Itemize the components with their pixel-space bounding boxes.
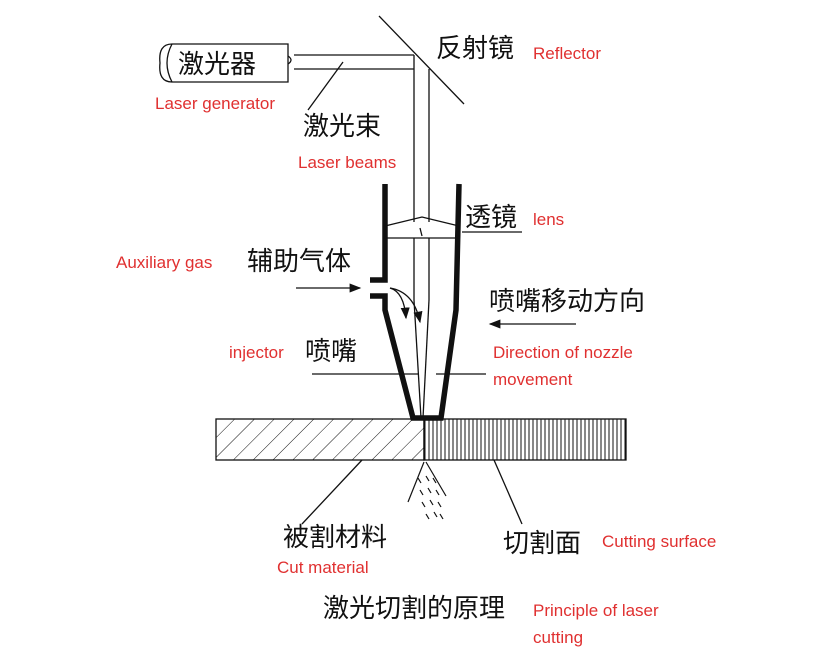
- principle-label-en-line1: Principle of laser: [533, 601, 659, 620]
- nozzle-body: [370, 183, 462, 421]
- reflector-label-cn: 反射镜: [436, 34, 514, 64]
- auxiliary-gas-label-en: Auxiliary gas: [116, 253, 212, 272]
- leader-lines: [301, 61, 576, 525]
- laser-generator: [159, 43, 292, 83]
- laser-generator-label-cn: 激光器: [178, 50, 256, 80]
- vertical-laser-beam: [413, 55, 430, 222]
- spark-spray: [407, 461, 447, 520]
- cut-material-label-en: Cut material: [277, 558, 369, 577]
- nozzle-direction-label-cn: 喷嘴移动方向: [489, 287, 645, 317]
- auxiliary-gas-label-cn: 辅助气体: [247, 247, 351, 277]
- cutting-surface-label-cn: 切割面: [503, 529, 581, 559]
- lens-label-en: lens: [533, 210, 564, 229]
- injector-label-en: injector: [229, 343, 284, 362]
- lens-label-cn: 透镜: [465, 203, 517, 233]
- nozzle-direction-label-en-line1: Direction of nozzle: [493, 343, 633, 362]
- laser-beams-label-cn: 激光束: [303, 112, 381, 142]
- focused-laser-beam: [413, 238, 430, 419]
- auxiliary-gas-arrows: [296, 283, 423, 324]
- laser-beams-label-en: Laser beams: [298, 153, 396, 172]
- nozzle-direction-label-en-line2: movement: [493, 370, 573, 389]
- principle-label-en-line2: cutting: [533, 628, 583, 647]
- lens: [384, 216, 460, 239]
- reflector-label-en: Reflector: [533, 44, 601, 63]
- reflector-mirror: [378, 15, 465, 105]
- cutting-surface-label-en: Cutting surface: [602, 532, 716, 551]
- cut-material-label-cn: 被割材料: [283, 523, 387, 553]
- horizontal-laser-beam: [294, 54, 414, 70]
- principle-label-cn: 激光切割的原理: [323, 594, 505, 624]
- laser-generator-label-en: Laser generator: [155, 94, 275, 113]
- injector-label-cn: 喷嘴: [305, 337, 357, 367]
- workpiece: [215, 418, 627, 461]
